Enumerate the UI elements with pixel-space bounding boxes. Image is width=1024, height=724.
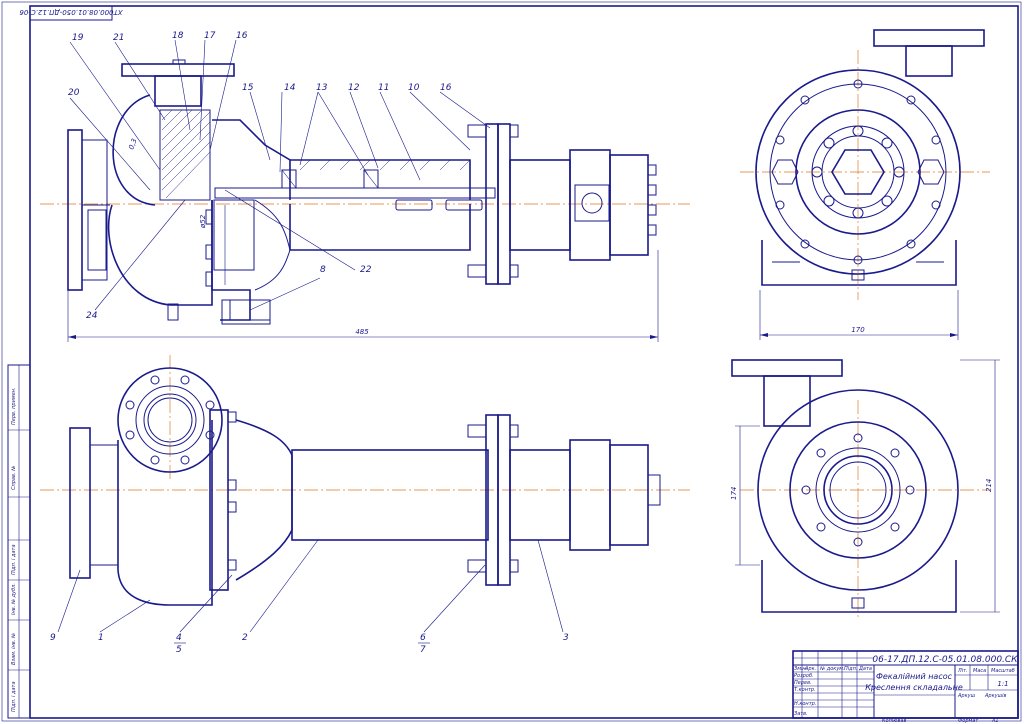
dim-overall-length: 485 xyxy=(67,250,659,342)
tb-title-1: Фекалійний насос xyxy=(876,672,953,681)
callout-21: 21 xyxy=(113,33,124,43)
callout-15: 15 xyxy=(242,83,254,93)
tb-mass-label: Маса xyxy=(973,668,986,674)
dim-height-214-text: 214 xyxy=(985,479,993,492)
callout-5: 5 xyxy=(176,645,182,655)
tb-row-prov: Перев. xyxy=(794,680,812,686)
dim-overall-length-text: 485 xyxy=(355,328,369,336)
callout-20: 20 xyxy=(68,88,80,98)
callout-13: 13 xyxy=(316,83,328,93)
stamp-sprav: Справ. № xyxy=(11,466,17,490)
callout-6: 6 xyxy=(420,633,426,643)
end-view-motor xyxy=(740,29,990,300)
tb-sheet-label: Аркуш xyxy=(957,693,976,699)
tb-col-izm: Змін. xyxy=(794,666,807,672)
callout-9: 9 xyxy=(50,633,56,643)
section-callouts: 19 21 18 17 16 20 15 14 13 12 11 10 16 2… xyxy=(68,31,491,321)
callout-1: 1 xyxy=(98,633,104,643)
tb-row-utv: Затв. xyxy=(794,711,808,717)
callout-12: 12 xyxy=(348,83,360,93)
tb-col-doc: № докум. xyxy=(819,666,845,672)
dim-height-174: 174 xyxy=(730,425,760,566)
callout-17: 17 xyxy=(204,31,216,41)
callout-16a: 16 xyxy=(236,31,248,41)
stamp-dubl: Інв. № дубл. xyxy=(11,583,17,615)
stamp-podp1: Підп. і дата xyxy=(11,544,17,575)
callout-18: 18 xyxy=(172,31,184,41)
callout-3: 3 xyxy=(563,633,569,643)
dim-gap: 0,3 xyxy=(127,137,138,150)
bearing-left xyxy=(281,169,297,189)
callout-11: 11 xyxy=(378,83,389,93)
footer-format: Формат xyxy=(958,718,979,724)
tb-row-tkontr: Т.контр. xyxy=(794,687,816,693)
callout-22: 22 xyxy=(360,265,372,275)
dim-dia52: ø52 xyxy=(199,214,207,229)
callout-8: 8 xyxy=(320,265,326,275)
rotated-code-text: ХТ000.08.01.050-ДП.12.С-06 xyxy=(19,8,124,16)
callout-4: 4 xyxy=(176,633,182,643)
tb-doc-code: 06-17.ДП.12.С-05.01.08.000.СК xyxy=(872,655,1018,665)
callout-2: 2 xyxy=(242,633,248,643)
left-stamp-column: Перв. примен. Справ. № Підп. і дата Інв.… xyxy=(7,364,31,719)
stamp-podp2: Підп. і дата xyxy=(11,681,17,712)
stamp-vzam: Взам. інв. № xyxy=(11,633,17,665)
end-view-suction xyxy=(731,359,990,620)
tb-scale-label: Масштаб xyxy=(991,668,1015,674)
tb-sheets-label: Аркушів xyxy=(984,693,1007,699)
drawing-frame xyxy=(29,5,1019,719)
callout-19: 19 xyxy=(72,33,84,43)
dim-height-214: 214 xyxy=(960,359,1000,613)
section-view xyxy=(40,59,690,325)
plan-view xyxy=(40,355,690,606)
tb-lit-label: Літ. xyxy=(957,668,968,674)
tb-title-2: Креслення складальне xyxy=(865,683,963,692)
tb-col-sign: Підп. xyxy=(844,666,857,672)
tb-col-date: Дата xyxy=(858,666,872,672)
tb-row-razrab: Розроб. xyxy=(794,673,814,679)
tb-col-list: Арк. xyxy=(804,666,816,672)
callout-24: 24 xyxy=(86,311,98,321)
callout-16b: 16 xyxy=(440,83,452,93)
rotated-code-box: ХТ000.08.01.050-ДП.12.С-06 xyxy=(19,5,124,21)
dim-width-170-text: 170 xyxy=(851,326,865,334)
impeller-section xyxy=(159,109,211,201)
stamp-perv: Перв. примен. xyxy=(11,387,17,425)
callout-10: 10 xyxy=(408,83,420,93)
callout-7: 7 xyxy=(420,645,426,655)
plan-callouts: 9 1 4 5 2 6 7 3 xyxy=(50,539,569,655)
tb-row-nkontr: Н.контр. xyxy=(794,701,816,707)
footer-format-value: A1 xyxy=(991,718,999,724)
title-block: 06-17.ДП.12.С-05.01.08.000.СК Фекалійний… xyxy=(792,650,1019,719)
footer-copied: Копіював xyxy=(882,718,906,724)
bearing-right xyxy=(363,169,379,189)
dim-width-170: 170 xyxy=(759,290,959,340)
tb-scale-value: 1:1 xyxy=(997,680,1008,688)
dim-height-174-text: 174 xyxy=(730,487,738,500)
housing-hatch xyxy=(299,159,471,171)
callout-14: 14 xyxy=(284,83,296,93)
